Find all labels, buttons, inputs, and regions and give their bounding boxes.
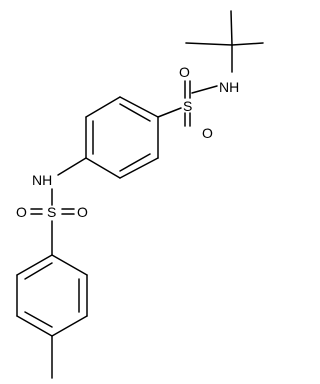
bond [157,107,182,118]
structure-canvas: NH S O O NH S O O [16,10,264,379]
bond [231,42,264,46]
bond [16,254,53,276]
top-sulfonamide-group [157,80,218,127]
bond [57,157,87,176]
bond [85,96,121,118]
atom-label-s-bottom: S [47,204,56,220]
bond [230,10,233,46]
molecule-drawing: NH S O O NH S O O [16,10,264,379]
bond [119,157,159,179]
atom-label-nh-center: NH [32,172,52,188]
bond [185,42,233,46]
atom-label-o-bottom-left: O [16,204,27,220]
tert-butyl-group [185,10,264,73]
atom-label-nh-tbutyl: NH [219,79,239,95]
bond [119,103,151,122]
bond [119,96,159,118]
bond [24,311,53,328]
benzene-ring-top [85,96,159,179]
lower-sulfonamide-group [30,157,87,256]
bond [119,153,151,172]
atom-label-s-top: S [183,98,192,114]
atom-label-o-top-left: O [179,64,190,80]
bond [16,315,53,337]
bond [85,157,121,179]
benzene-ring-bottom [16,254,88,379]
bond [24,262,53,280]
bond [51,254,88,276]
atom-label-o-bottom-right: O [77,204,88,220]
bond [51,315,88,337]
atom-label-o-top-right: O [202,125,213,141]
bond [191,85,218,94]
